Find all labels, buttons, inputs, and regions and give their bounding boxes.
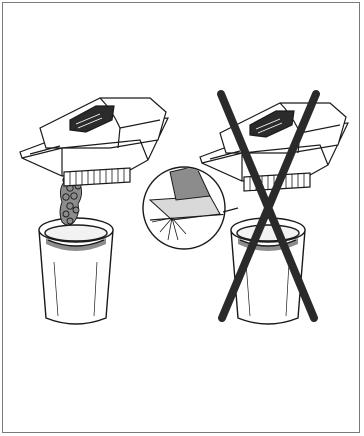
- chopper-icon: [20, 98, 168, 186]
- magnifier-callout-icon: [143, 166, 238, 249]
- chopper-icon: [200, 103, 348, 191]
- bin-icon: [39, 218, 113, 324]
